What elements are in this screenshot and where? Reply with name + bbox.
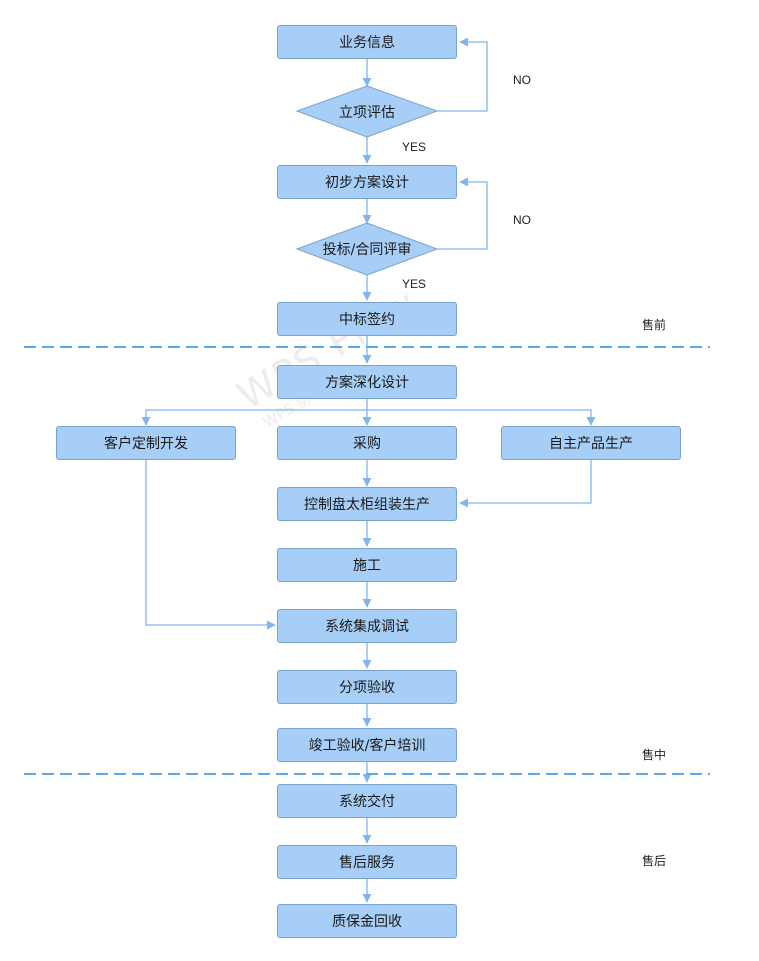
node-final-acceptance[interactable]: 竣工验收/客户培训 (277, 728, 457, 762)
edge-deep-to-own (367, 409, 596, 426)
node-construction[interactable]: 施工 (277, 548, 457, 582)
decision-bid-review[interactable]: 投标/合同评审 (322, 242, 412, 258)
node-own-product[interactable]: 自主产品生产 (501, 426, 681, 460)
node-integration-debug[interactable]: 系统集成调试 (277, 609, 457, 643)
diamond-project-eval (295, 85, 439, 138)
node-retention-recovery[interactable]: 质保金回收 (277, 904, 457, 938)
label-no-1: NO (513, 73, 531, 87)
label-yes-1: YES (402, 140, 427, 154)
phase-label-in-sales: 售中 (642, 748, 667, 762)
node-purchase[interactable]: 采购 (277, 426, 457, 460)
node-after-sales[interactable]: 售后服务 (277, 845, 457, 879)
node-sub-acceptance[interactable]: 分项验收 (277, 670, 457, 704)
node-win-sign[interactable]: 中标签约 (277, 302, 457, 336)
node-preliminary-design[interactable]: 初步方案设计 (277, 165, 457, 199)
phase-label-pre-sales: 售前 (642, 318, 667, 332)
phase-label-after-sales: 售后 (642, 854, 667, 868)
edge-custom-to-integration (145, 459, 276, 630)
node-custom-dev[interactable]: 客户定制开发 (56, 426, 236, 460)
node-deep-design[interactable]: 方案深化设计 (277, 365, 457, 399)
edge-bid-no-loop (437, 177, 488, 250)
node-cabinet-assembly[interactable]: 控制盘太柜组装生产 (277, 487, 457, 521)
diamond-bid-review (295, 222, 439, 276)
node-delivery[interactable]: 系统交付 (277, 784, 457, 818)
label-yes-2: YES (402, 277, 427, 291)
edge-deep-to-custom (141, 409, 367, 426)
decision-project-eval[interactable]: 立项评估 (339, 104, 395, 121)
label-no-2: NO (513, 213, 531, 227)
node-business-info[interactable]: 业务信息 (277, 25, 457, 59)
edge-own-to-cabinet (459, 459, 592, 508)
edge-eval-no-loop (437, 37, 488, 112)
